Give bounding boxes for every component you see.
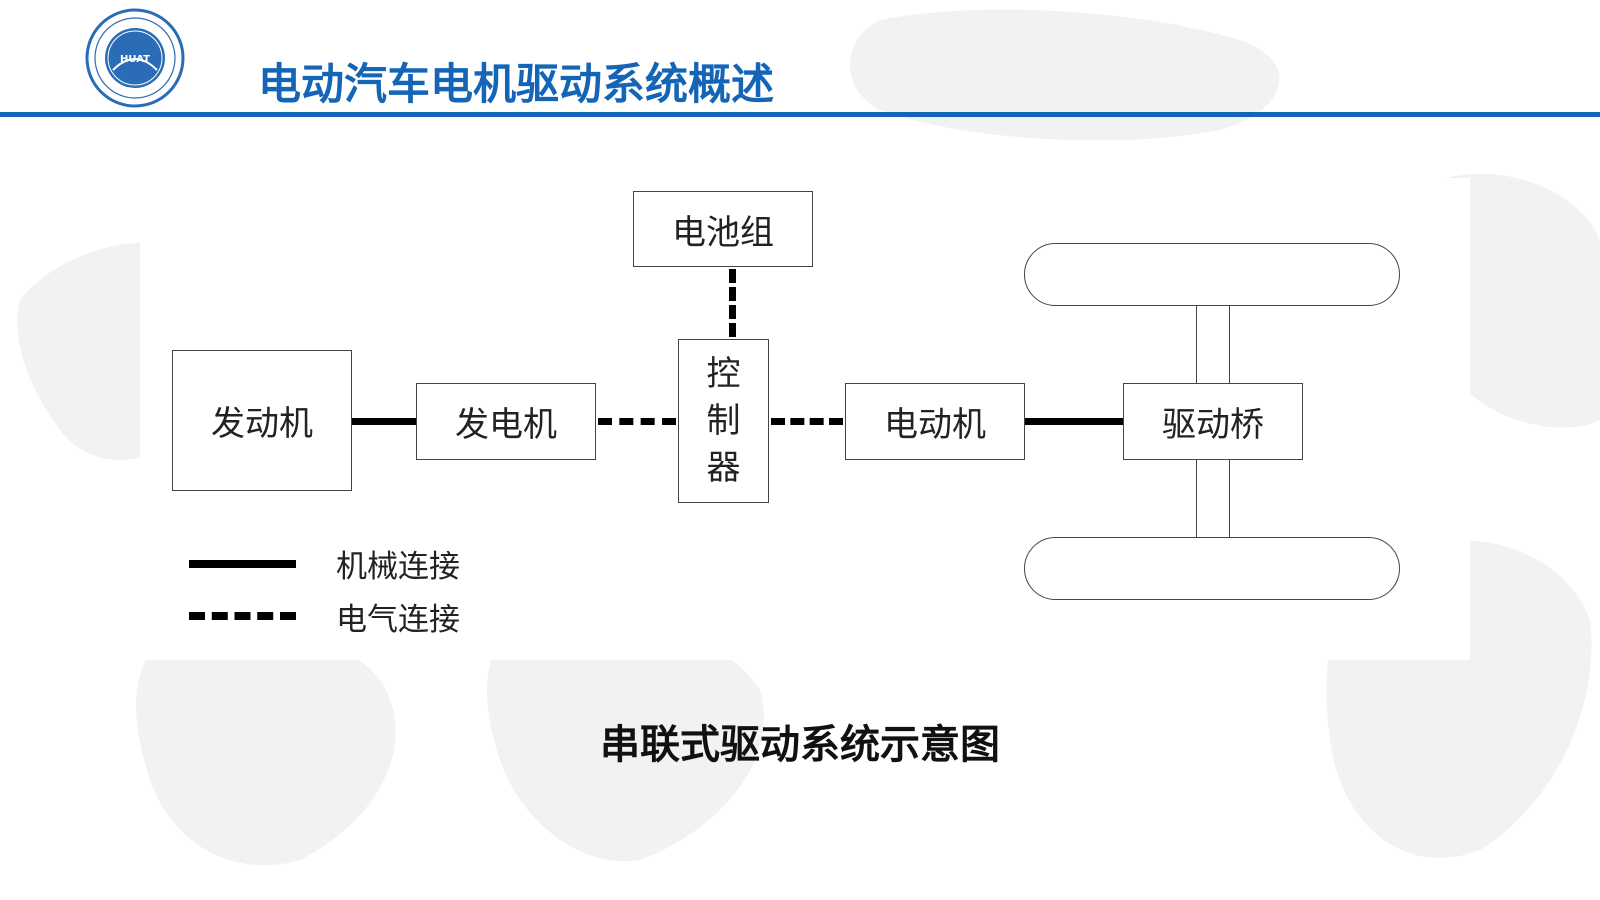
legend-electrical-swatch (189, 612, 296, 620)
motor-label: 电动机 (884, 405, 986, 445)
legend-electrical-label: 电气连接 (336, 602, 460, 638)
controller-box: 控 制 器 (678, 339, 769, 503)
top-wheel (1024, 243, 1400, 306)
motor-box: 电动机 (845, 383, 1025, 460)
battery-pack-box: 电池组 (633, 191, 813, 267)
bottom-wheel (1024, 537, 1400, 600)
battery-pack-label: 电池组 (672, 212, 774, 253)
engine-generator-mechanical-link (352, 418, 416, 425)
drive-axle-label: 驱动桥 (1162, 405, 1264, 445)
controller-label-char-1: 控 (706, 353, 741, 394)
logo-text: HUAT (120, 54, 150, 65)
battery-controller-electrical-link (729, 269, 736, 337)
controller-label-char-3: 器 (706, 447, 741, 488)
drive-axle-box: 驱动桥 (1123, 383, 1303, 460)
controller-motor-electrical-link (771, 418, 843, 425)
generator-box: 发电机 (416, 383, 596, 460)
legend-mechanical-label: 机械连接 (336, 549, 460, 585)
controller-label-char-2: 制 (706, 400, 741, 441)
engine-label: 发动机 (211, 404, 313, 444)
upper-axle-shaft (1196, 306, 1230, 383)
motor-driveaxle-mechanical-link (1025, 418, 1123, 425)
title-divider (0, 112, 1600, 117)
generator-controller-electrical-link (598, 418, 676, 425)
legend-mechanical-swatch (189, 560, 296, 568)
page-title: 电动汽车电机驱动系统概述 (258, 60, 774, 110)
diagram-caption: 串联式驱动系统示意图 (600, 721, 1000, 768)
engine-box: 发动机 (172, 350, 352, 491)
generator-label: 发电机 (455, 405, 557, 445)
lower-axle-shaft (1196, 460, 1230, 537)
university-logo: HUAT (85, 8, 185, 108)
